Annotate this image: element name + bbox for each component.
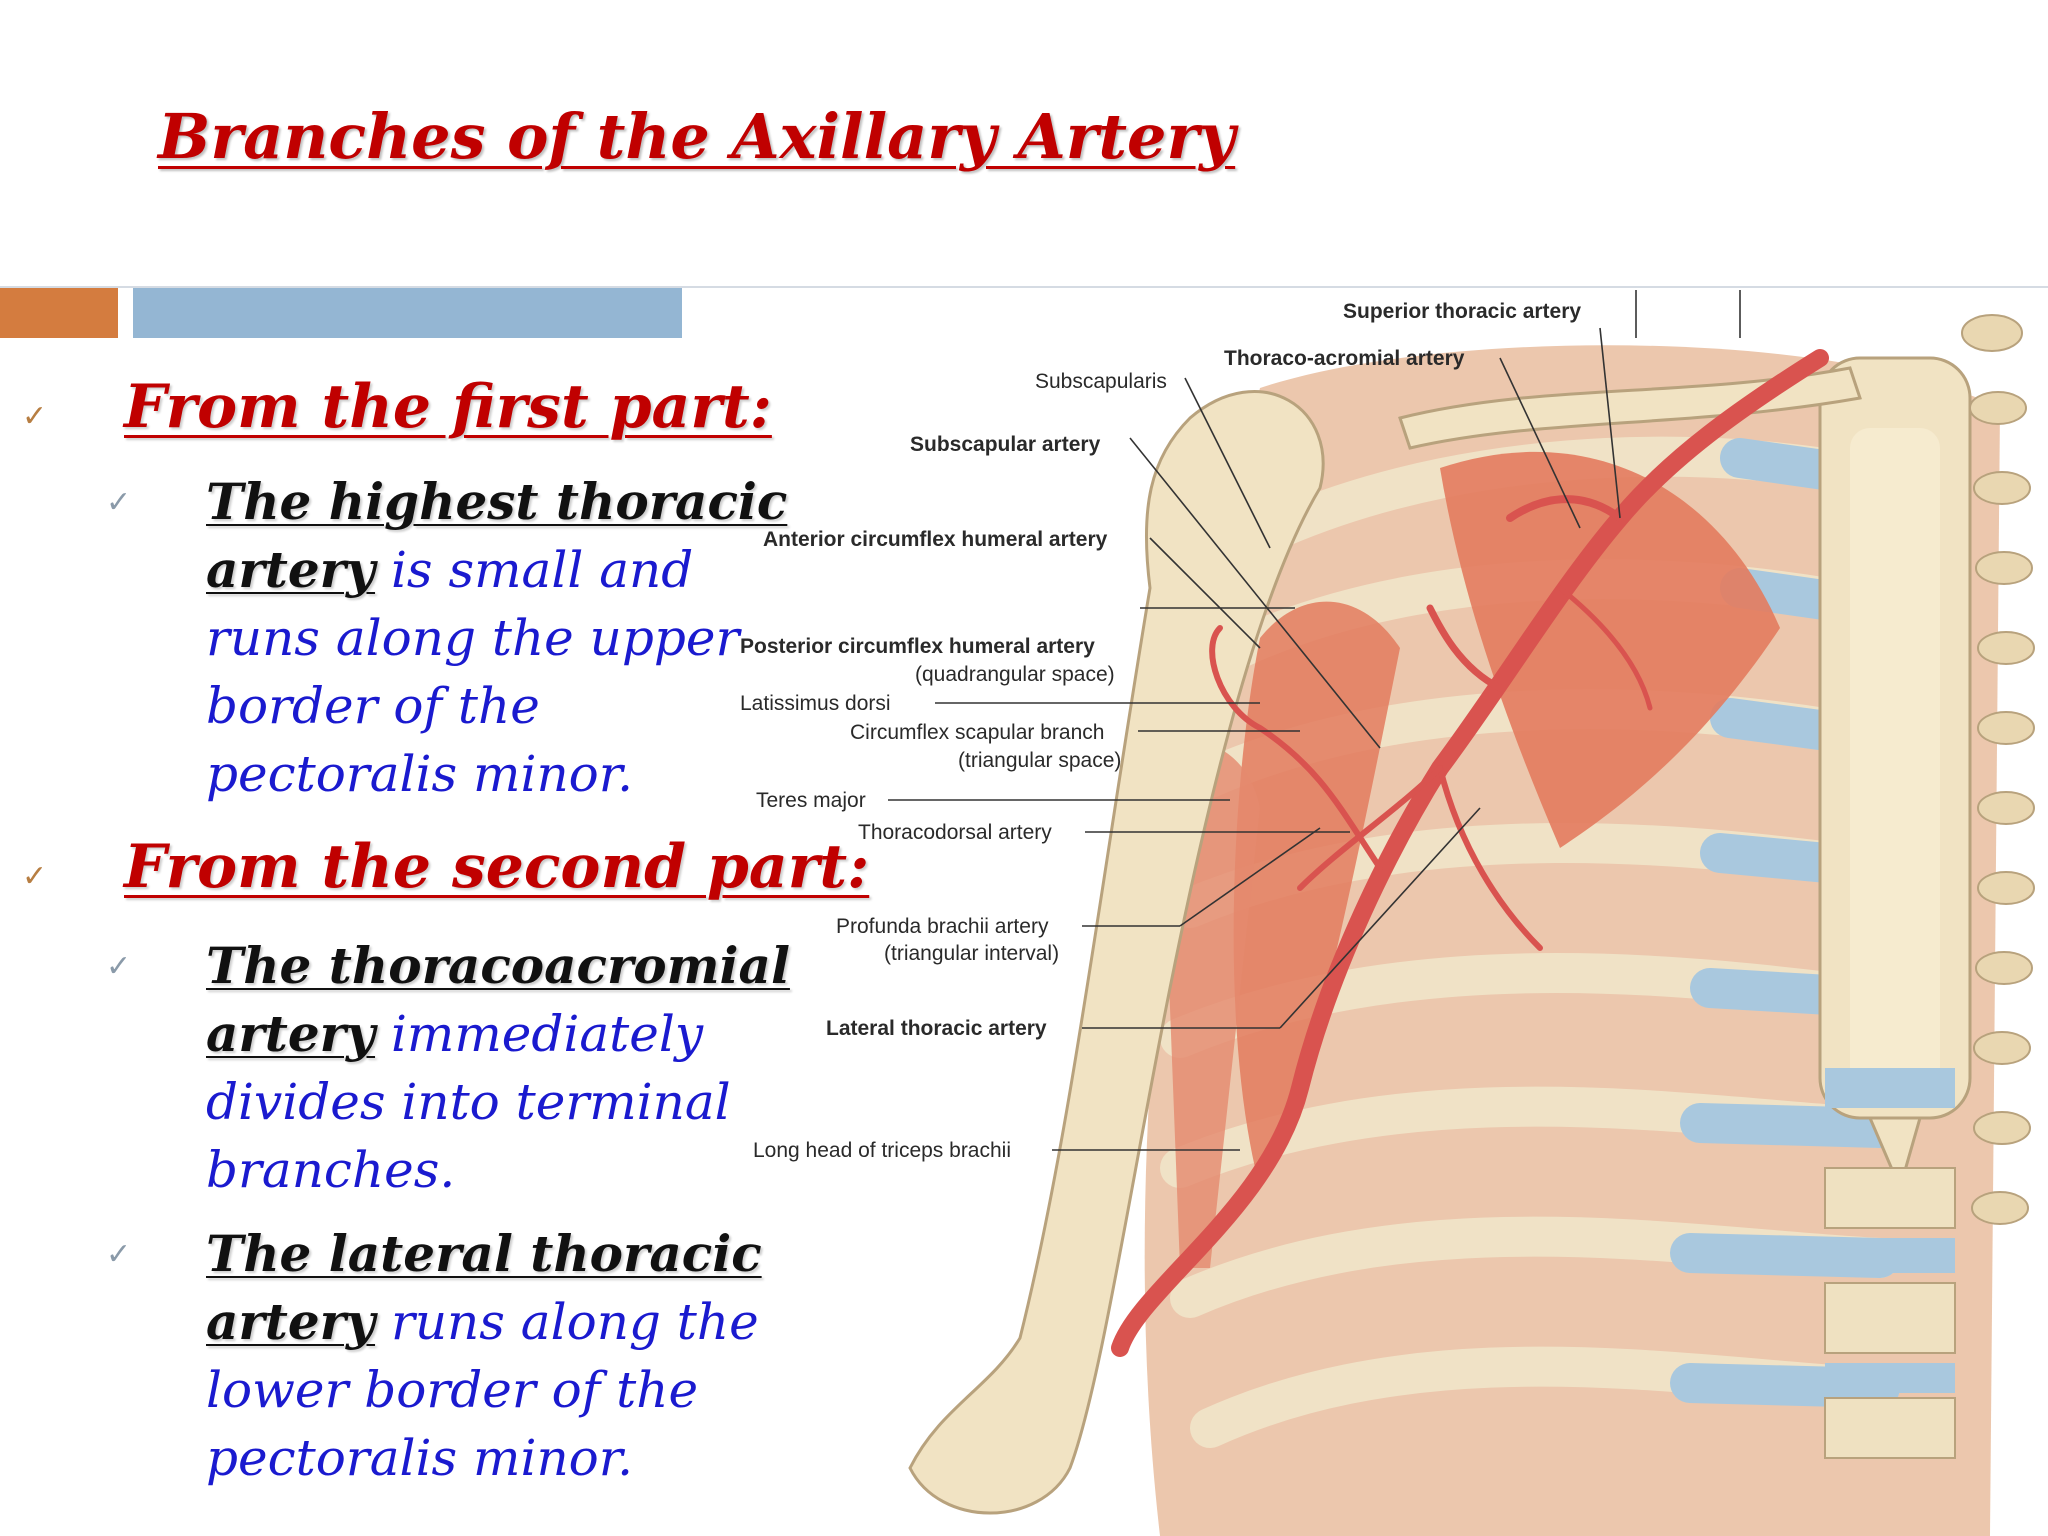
description: immediately divides into terminal branch… <box>206 1005 731 1199</box>
artery-drawing <box>1111 349 1829 1357</box>
axillary-artery-illustration: Superior thoracic artery Thoraco-acromia… <box>740 288 2048 1536</box>
description: runs along the lower border of the pecto… <box>206 1293 759 1487</box>
label-anterior-circumflex-humeral-artery: Anterior circumflex humeral artery <box>763 528 1108 551</box>
label-teres-major: Teres major <box>756 789 866 812</box>
label-circumflex-scapular-branch: Circumflex scapular branch <box>850 721 1104 744</box>
label-leader-lines <box>888 290 1741 1151</box>
section-heading-second-part: From the second part: <box>124 832 870 902</box>
divider-line <box>0 286 2048 288</box>
label-posterior-circumflex-humeral-artery: Posterior circumflex humeral artery <box>740 635 1095 658</box>
bullet-thoracoacromial: The thoracoacromial artery immediately d… <box>206 932 806 1204</box>
label-superior-thoracic-artery: Superior thoracic artery <box>1343 300 1581 323</box>
sternum-spine-drawing <box>1818 314 2035 1459</box>
slide-title: Branches of the Axillary Artery <box>158 100 1236 173</box>
bullet-lateral-thoracic: The lateral thoracic artery runs along t… <box>206 1220 806 1492</box>
accent-bar-blue <box>133 288 682 338</box>
term: The lateral thoracic artery <box>206 1224 762 1351</box>
label-triangular-space: (triangular space) <box>958 749 1121 772</box>
label-lateral-thoracic-artery: Lateral thoracic artery <box>826 1017 1047 1040</box>
term: The highest thoracic artery <box>206 472 788 599</box>
label-quadrangular-space: (quadrangular space) <box>915 663 1115 686</box>
section-heading-first-part: From the first part: <box>124 372 772 442</box>
figure-labels: Superior thoracic artery Thoraco-acromia… <box>740 300 1581 1162</box>
checkmark-icon: ✓ <box>22 859 48 894</box>
label-profunda-brachii-artery: Profunda brachii artery <box>836 915 1049 938</box>
accent-bar-orange <box>0 288 118 338</box>
label-subscapular-artery: Subscapular artery <box>910 433 1101 456</box>
description: is small and runs along the upper border… <box>206 541 740 803</box>
label-triangular-interval: (triangular interval) <box>884 942 1059 965</box>
checkmark-icon: ✓ <box>106 485 132 520</box>
checkmark-icon: ✓ <box>106 1237 132 1272</box>
bullet-highest-thoracic: The highest thoracic artery is small and… <box>206 468 806 808</box>
label-long-head-triceps-brachii: Long head of triceps brachii <box>753 1139 1011 1162</box>
checkmark-icon: ✓ <box>22 399 48 434</box>
checkmark-icon: ✓ <box>106 949 132 984</box>
label-subscapularis: Subscapularis <box>1035 370 1167 393</box>
label-thoraco-acromial-artery: Thoraco-acromial artery <box>1224 347 1465 370</box>
term: The thoracoacromial artery <box>206 936 790 1063</box>
humerus-drawing <box>908 390 1325 1515</box>
label-thoracodorsal-artery: Thoracodorsal artery <box>858 821 1052 844</box>
label-latissimus-dorsi: Latissimus dorsi <box>740 692 891 715</box>
clavicle-drawing <box>1398 366 1862 450</box>
